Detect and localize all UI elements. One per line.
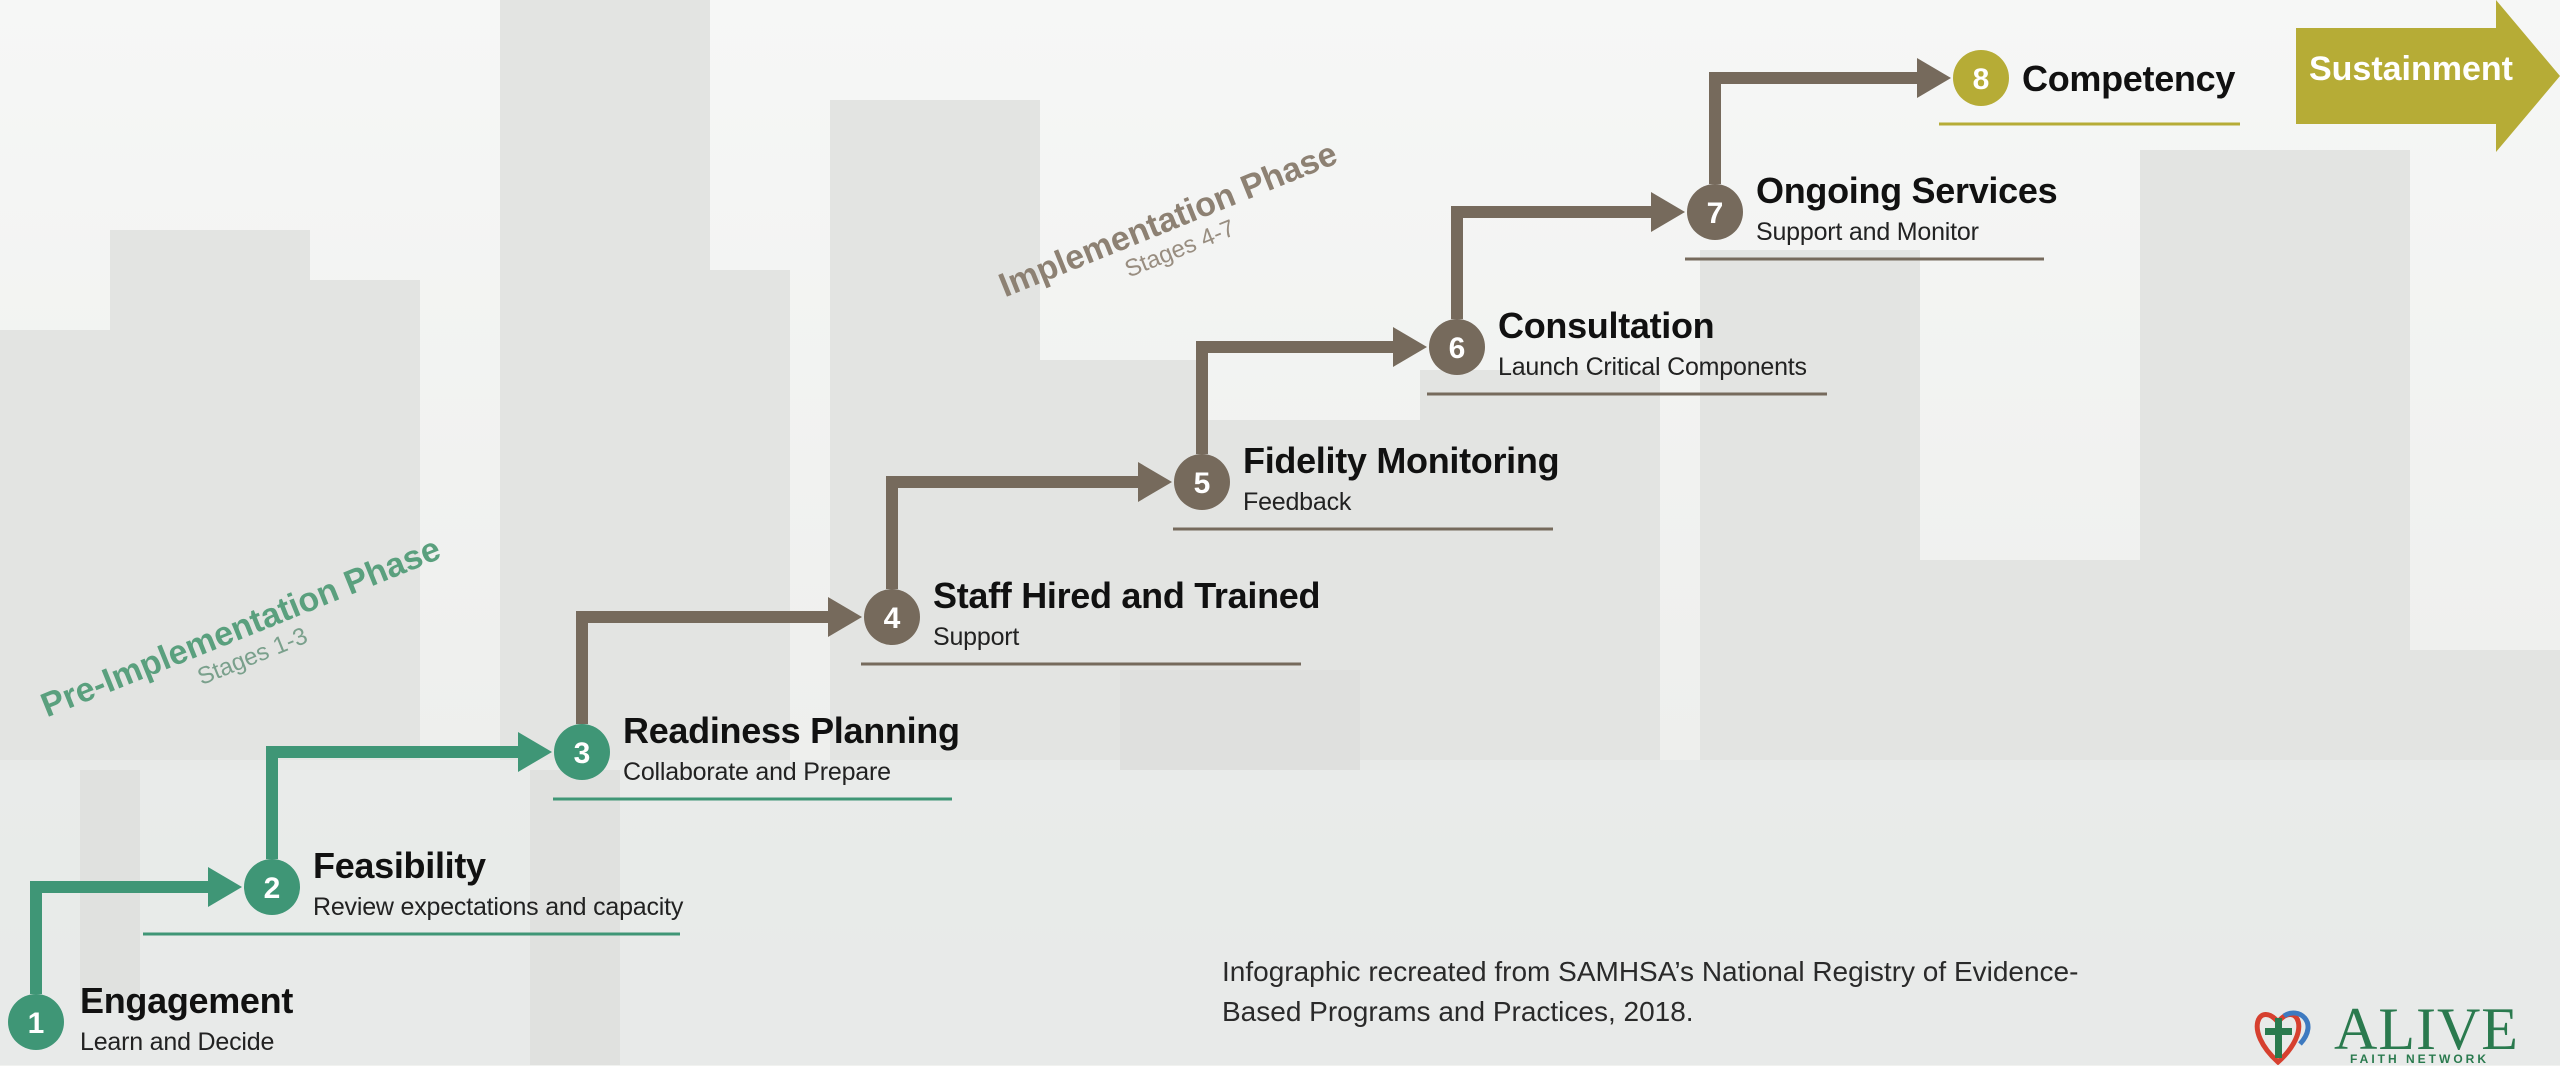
connector-1-to-2 bbox=[30, 881, 212, 994]
logo-tagline: FAITH NETWORK bbox=[2350, 1052, 2489, 1066]
stage-8-title: Competency bbox=[2022, 58, 2236, 99]
connector-4-to-5 bbox=[886, 476, 1142, 589]
stage-5-marker bbox=[1174, 454, 1230, 510]
arrowhead-3 bbox=[518, 732, 552, 772]
stage-7-subtitle: Support and Monitor bbox=[1756, 218, 1979, 246]
stage-6-title: Consultation bbox=[1498, 305, 1715, 346]
stage-4-text: Staff Hired and Trained Support bbox=[933, 575, 1320, 652]
stage-2-marker bbox=[244, 859, 300, 915]
stage-5-subtitle: Feedback bbox=[1243, 488, 1352, 516]
stage-6-number: 6 bbox=[1449, 332, 1466, 365]
arrowhead-5 bbox=[1138, 462, 1172, 502]
sustainment-arrow bbox=[2296, 0, 2560, 152]
arrowhead-8 bbox=[1917, 58, 1951, 98]
stage-8-text: Competency bbox=[2022, 58, 2235, 100]
arrowhead-7 bbox=[1651, 192, 1685, 232]
stage-6-text: Consultation Launch Critical Components bbox=[1498, 305, 1807, 382]
arrowhead-4 bbox=[828, 597, 862, 637]
stage-3-number: 3 bbox=[574, 737, 591, 770]
stage-2-number: 2 bbox=[264, 872, 281, 905]
stage-7-title: Ongoing Services bbox=[1756, 170, 2058, 211]
source-credit: Infographic recreated from SAMHSA’s Nati… bbox=[1222, 956, 2079, 1027]
alive-faith-network-logo bbox=[2254, 1010, 2311, 1065]
arrowhead-6 bbox=[1393, 327, 1427, 367]
stage-1-number: 1 bbox=[28, 1007, 45, 1040]
stage-6-marker bbox=[1429, 319, 1485, 375]
stage-6-subtitle: Launch Critical Components bbox=[1498, 353, 1807, 381]
stage-1-subtitle: Learn and Decide bbox=[80, 1028, 275, 1056]
stage-5-number: 5 bbox=[1194, 467, 1211, 500]
stage-7-text: Ongoing Services Support and Monitor bbox=[1756, 170, 2058, 247]
stage-1-text: Engagement Learn and Decide bbox=[80, 980, 293, 1057]
stage-2-subtitle: Review expectations and capacity bbox=[313, 893, 684, 921]
connector-5-to-6 bbox=[1196, 341, 1397, 454]
sustainment-label: Sustainment bbox=[2308, 50, 2514, 88]
stage-3-marker bbox=[554, 724, 610, 780]
stage-2-title: Feasibility bbox=[313, 845, 486, 886]
connector-6-to-7 bbox=[1451, 206, 1655, 319]
stage-1-marker bbox=[8, 994, 64, 1050]
stage-4-subtitle: Support bbox=[933, 623, 1020, 651]
stage-8-number: 8 bbox=[1973, 63, 1990, 96]
stage-7-number: 7 bbox=[1707, 197, 1724, 230]
stage-4-title: Staff Hired and Trained bbox=[933, 575, 1321, 616]
stage-3-text: Readiness Planning Collaborate and Prepa… bbox=[623, 710, 960, 787]
arrowhead-2 bbox=[208, 867, 242, 907]
stage-4-number: 4 bbox=[884, 602, 901, 635]
stage-5-text: Fidelity Monitoring Feedback bbox=[1243, 440, 1560, 517]
stage-5-title: Fidelity Monitoring bbox=[1243, 440, 1560, 481]
stage-4-marker bbox=[864, 589, 920, 645]
stage-2-text: Feasibility Review expectations and capa… bbox=[313, 845, 683, 922]
stage-7-marker bbox=[1687, 184, 1743, 240]
stage-3-title: Readiness Planning bbox=[623, 710, 960, 751]
stage-1-title: Engagement bbox=[80, 980, 294, 1021]
stage-3-subtitle: Collaborate and Prepare bbox=[623, 758, 891, 786]
connector-7-to-8 bbox=[1709, 72, 1921, 184]
logo-wordmark: ALIVE bbox=[2334, 996, 2519, 1062]
connector-3-to-4 bbox=[576, 611, 832, 724]
connector-2-to-3 bbox=[266, 746, 522, 859]
stage-8-marker bbox=[1953, 50, 2009, 106]
